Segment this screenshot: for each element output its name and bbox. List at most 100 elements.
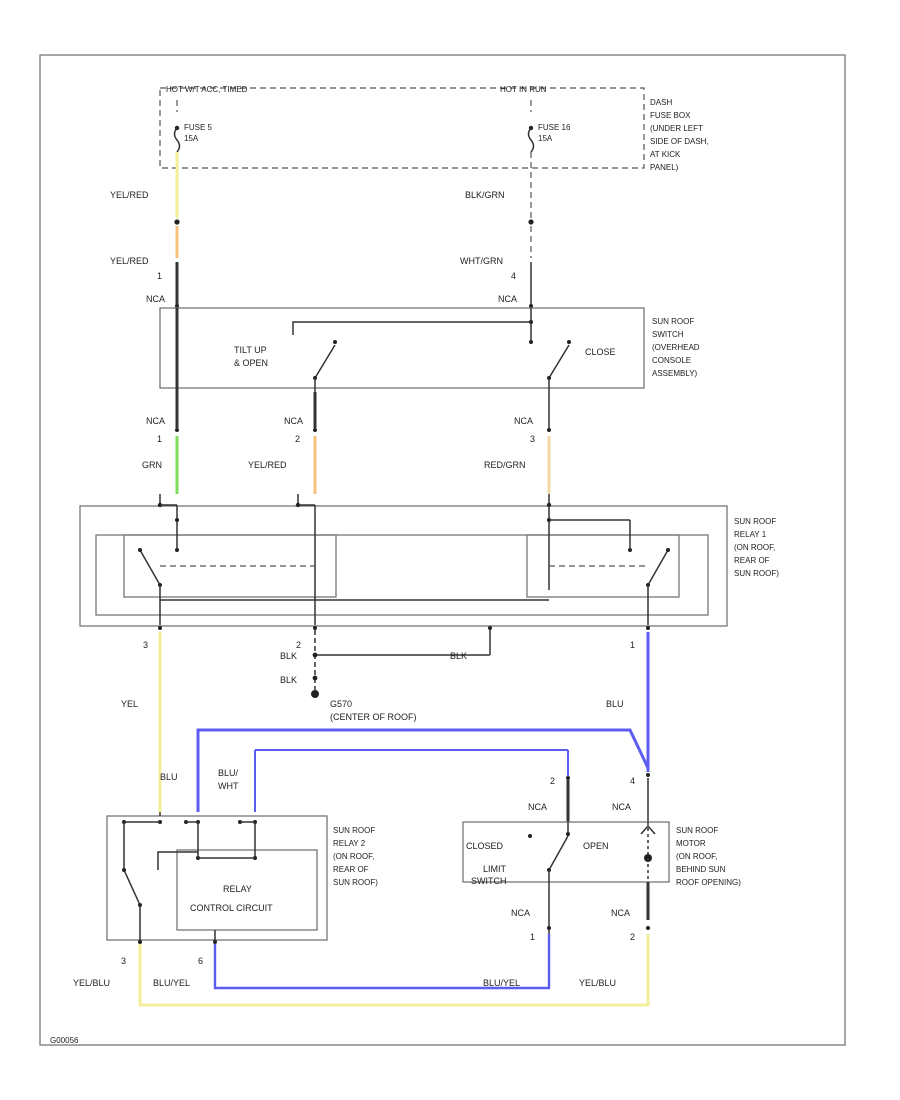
fuse-box-location-6: PANEL) (650, 163, 679, 172)
switch-tilt-label-1: TILT UP (234, 345, 267, 355)
label-relay1-pin-3: 3 (143, 640, 148, 650)
switch-tilt-label-2: & OPEN (234, 358, 268, 368)
wire-blu-yel (213, 934, 551, 990)
label-yel-red-2: YEL/RED (110, 256, 149, 266)
fuse-5-symbol (173, 127, 181, 153)
label-blu-yel-1: BLU/YEL (153, 978, 190, 988)
label-blk-grn: BLK/GRN (465, 190, 505, 200)
relay1-inner-box (95, 534, 709, 616)
label-red-grn: RED/GRN (484, 460, 526, 470)
label-nca-b: NCA (498, 294, 517, 304)
fuse-16-amps: 15A (538, 134, 553, 143)
motor-closed-label: CLOSED (466, 841, 504, 851)
label-nca-m2: NCA (612, 802, 631, 812)
label-relay2-pin-6: 6 (198, 956, 203, 966)
wire-yel-blu (138, 934, 650, 1007)
label-nca-m4: NCA (611, 908, 630, 918)
motor-limit-switch (548, 822, 569, 871)
label-yel: YEL (121, 699, 138, 709)
fuse-16-symbol (527, 127, 535, 153)
relay1-right-coil (526, 534, 680, 598)
fuse-box-location-2: FUSE BOX (650, 111, 691, 120)
fuse-box-location-5: AT KICK (650, 150, 681, 159)
switch-close-label: CLOSE (585, 347, 616, 357)
label-blu-wht-2: WHT (218, 781, 239, 791)
relay1-left-contact (139, 549, 161, 586)
label-motor-pin-1: 1 (530, 932, 535, 942)
sunroof-switch-box (159, 307, 645, 389)
relay2-name-3: (ON ROOF, (333, 852, 374, 861)
label-nca-e: NCA (514, 416, 533, 426)
fuse-16-label: FUSE 16 (538, 123, 571, 132)
label-blu-2: BLU (160, 772, 178, 782)
label-blu-yel-2: BLU/YEL (483, 978, 520, 988)
relay2-name-4: REAR OF (333, 865, 369, 874)
label-nca-a: NCA (146, 294, 165, 304)
label-blu-wht-1: BLU/ (218, 768, 239, 778)
relay1-name-1: SUN ROOF (734, 517, 776, 526)
label-blk-2: BLK (280, 675, 297, 685)
label-blk-3: BLK (450, 651, 467, 661)
fuse-box-outline (159, 87, 645, 169)
label-nca-c: NCA (146, 416, 165, 426)
ground-label: G570 (330, 699, 352, 709)
relay1-outer-box (79, 505, 728, 627)
motor-name-3: (ON ROOF, (676, 852, 717, 861)
motor-symbol (640, 824, 656, 835)
motor-box (462, 821, 670, 883)
motor-open-label: OPEN (583, 841, 609, 851)
label-yel-blu-2: YEL/BLU (579, 978, 616, 988)
relay2-name-2: RELAY 2 (333, 839, 366, 848)
label-yel-blu-1: YEL/BLU (73, 978, 110, 988)
ground-location: (CENTER OF ROOF) (330, 712, 417, 722)
label-nca-m3: NCA (511, 908, 530, 918)
relay2-control-label-1: RELAY (223, 884, 252, 894)
relay2-name-5: SUN ROOF) (333, 878, 378, 887)
motor-name-1: SUN ROOF (676, 826, 718, 835)
fuse-box-location-3: (UNDER LEFT (650, 124, 703, 133)
relay2-name-1: SUN ROOF (333, 826, 375, 835)
fuse-hot-left-label: HOT W/T ACC, TIMED (166, 85, 248, 94)
switch-close-contact (548, 344, 570, 379)
relay2-contact (123, 869, 141, 906)
switch-name-3: (OVERHEAD (652, 343, 700, 352)
label-motor-pin-2: 2 (550, 776, 555, 786)
figure-id: G00056 (50, 1036, 79, 1045)
label-pin-4: 4 (511, 271, 516, 281)
label-pin-1: 1 (157, 271, 162, 281)
relay2-control-circuit (176, 849, 318, 931)
diagram-frame (39, 54, 846, 1046)
switch-name-1: SUN ROOF (652, 317, 694, 326)
label-yel-red-1: YEL/RED (110, 190, 149, 200)
label-nca-m1: NCA (528, 802, 547, 812)
label-wht-grn: WHT/GRN (460, 256, 503, 266)
motor-name-2: MOTOR (676, 839, 706, 848)
relay2-box (106, 815, 328, 941)
relay1-name-4: REAR OF (734, 556, 770, 565)
label-relay1-pin-2: 2 (296, 640, 301, 650)
motor-name-4: BEHIND SUN (676, 865, 726, 874)
motor-limit-label-2: SWITCH (471, 876, 507, 886)
label-nca-d: NCA (284, 416, 303, 426)
fuse-hot-right-label: HOT IN RUN (500, 85, 547, 94)
relay2-control-label-2: CONTROL CIRCUIT (190, 903, 273, 913)
fuse-5-label: FUSE 5 (184, 123, 213, 132)
relay1-name-5: SUN ROOF) (734, 569, 779, 578)
label-switch-pin-2: 2 (295, 434, 300, 444)
switch-name-4: CONSOLE (652, 356, 691, 365)
relay1-left-coil (123, 534, 337, 598)
switch-common-bus (292, 321, 532, 340)
label-motor-pin-2b: 2 (630, 932, 635, 942)
label-grn: GRN (142, 460, 162, 470)
wire-blu-crossover (196, 728, 650, 812)
label-switch-pin-3: 3 (530, 434, 535, 444)
label-relay1-pin-1: 1 (630, 640, 635, 650)
switch-tilt-up-contact (314, 344, 336, 379)
relay1-right-contact (647, 549, 669, 586)
motor-name-5: ROOF OPENING) (676, 878, 741, 887)
fuse-5-amps: 15A (184, 134, 199, 143)
motor-limit-label-1: LIMIT (483, 864, 507, 874)
label-motor-pin-4: 4 (630, 776, 635, 786)
relay1-name-2: RELAY 1 (734, 530, 767, 539)
